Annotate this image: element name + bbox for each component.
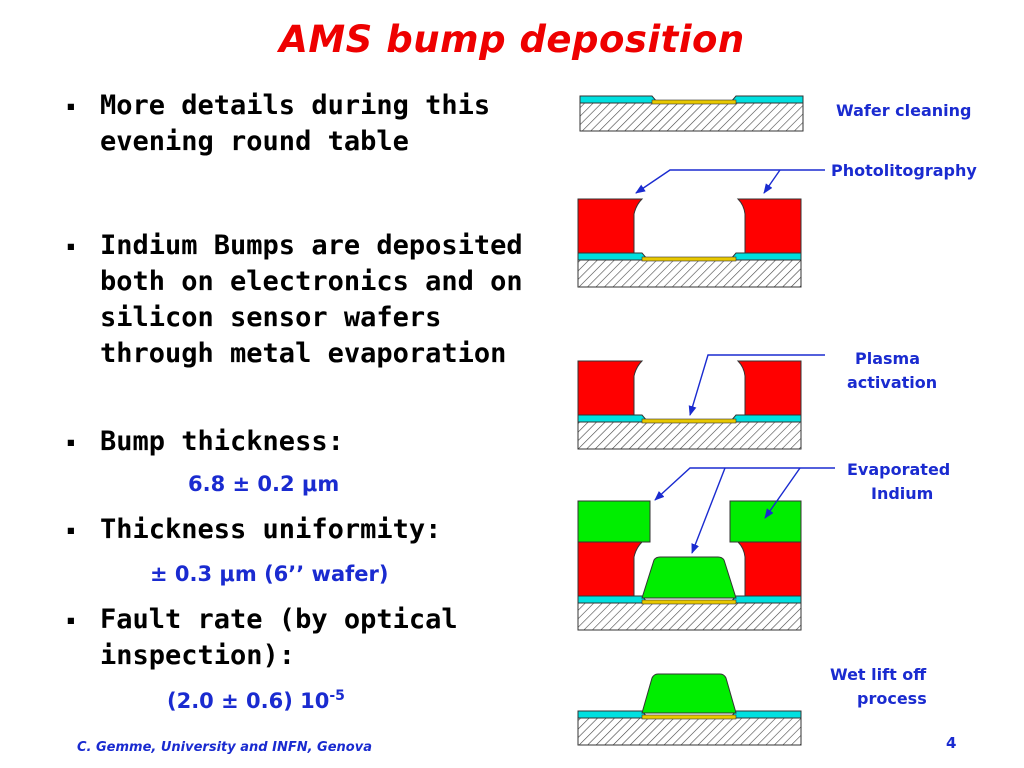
fault-rate-value: (2.0 ± 0.6) 10-5 <box>167 688 345 713</box>
leader-arrows <box>635 169 835 554</box>
label-wafer-cleaning: Wafer cleaning <box>836 101 972 120</box>
bump-thickness-value: 6.8 ± 0.2 μm <box>188 472 340 496</box>
photoresist <box>736 360 802 416</box>
indium-layer <box>577 500 651 543</box>
step-photolitography <box>577 198 802 288</box>
metal-pad <box>641 418 737 424</box>
fault-rate-base: (2.0 ± 0.6) 10 <box>167 689 330 713</box>
arrow-evap-right <box>764 467 801 519</box>
step-evaporated-indium <box>577 500 802 631</box>
substrate <box>579 102 804 132</box>
passivation-layer <box>577 414 650 423</box>
label-photolitography: Photolitography <box>831 161 977 180</box>
photoresist <box>577 360 644 416</box>
metal-pad <box>641 714 737 720</box>
bullet-marker: ▪ <box>66 610 76 629</box>
substrate <box>577 602 802 631</box>
thickness-uniformity-value: ± 0.3 μm (6’’ wafer) <box>150 562 389 586</box>
page-title: AMS bump deposition <box>279 18 745 61</box>
passivation-layer <box>728 595 802 604</box>
fault-rate-exponent: -5 <box>329 688 345 704</box>
passivation-layer <box>579 95 660 104</box>
photoresist <box>577 541 644 597</box>
metal-pad <box>641 599 737 605</box>
bullet-text: Fault rate (by optical inspection): <box>100 604 458 671</box>
arrow-photolitography-right <box>763 169 781 194</box>
metal-pad <box>641 256 737 262</box>
passivation-layer <box>577 252 650 261</box>
arrow-evap-mid <box>691 467 726 554</box>
label-evap-2: Indium <box>871 484 934 503</box>
arrow-plasma <box>688 354 825 416</box>
label-liftoff-1: Wet lift off <box>830 665 927 684</box>
indium-layer <box>729 500 802 543</box>
metal-pad <box>651 99 737 105</box>
label-plasma-2: activation <box>847 373 938 392</box>
passivation-layer <box>577 710 650 719</box>
passivation-layer <box>577 595 650 604</box>
passivation-layer <box>728 95 804 104</box>
substrate <box>577 259 802 288</box>
step-wet-lift-off <box>577 673 802 746</box>
passivation-layer <box>728 414 802 423</box>
indium-bump <box>641 556 737 599</box>
bullet-text: More details during this evening round t… <box>100 90 491 157</box>
label-evap-1: Evaporated <box>847 460 951 479</box>
step-plasma-activation <box>577 360 802 450</box>
label-liftoff-2: process <box>857 689 927 708</box>
substrate <box>577 717 802 746</box>
bullet-marker: ▪ <box>66 236 76 255</box>
arrow-evap-left <box>654 467 835 501</box>
bullet-text: Indium Bumps are deposited both on elect… <box>100 230 523 369</box>
bullet-text: Bump thickness: <box>100 426 344 457</box>
photoresist <box>736 198 802 254</box>
step-wafer-cleaning <box>579 95 804 132</box>
label-plasma-1: Plasma <box>855 349 920 368</box>
footer-credit: C. Gemme, University and INFN, Genova <box>77 740 372 755</box>
bullet-marker: ▪ <box>66 432 76 451</box>
bullet-marker: ▪ <box>66 520 76 539</box>
bullet-marker: ▪ <box>66 96 76 115</box>
passivation-layer <box>728 252 802 261</box>
photoresist <box>736 541 802 597</box>
passivation-layer <box>728 710 802 719</box>
photoresist <box>577 198 644 254</box>
indium-bump <box>641 673 737 714</box>
arrow-photolitography-left <box>635 169 825 194</box>
substrate <box>577 421 802 450</box>
page-number: 4 <box>946 734 957 752</box>
bullet-text: Thickness uniformity: <box>100 514 442 545</box>
